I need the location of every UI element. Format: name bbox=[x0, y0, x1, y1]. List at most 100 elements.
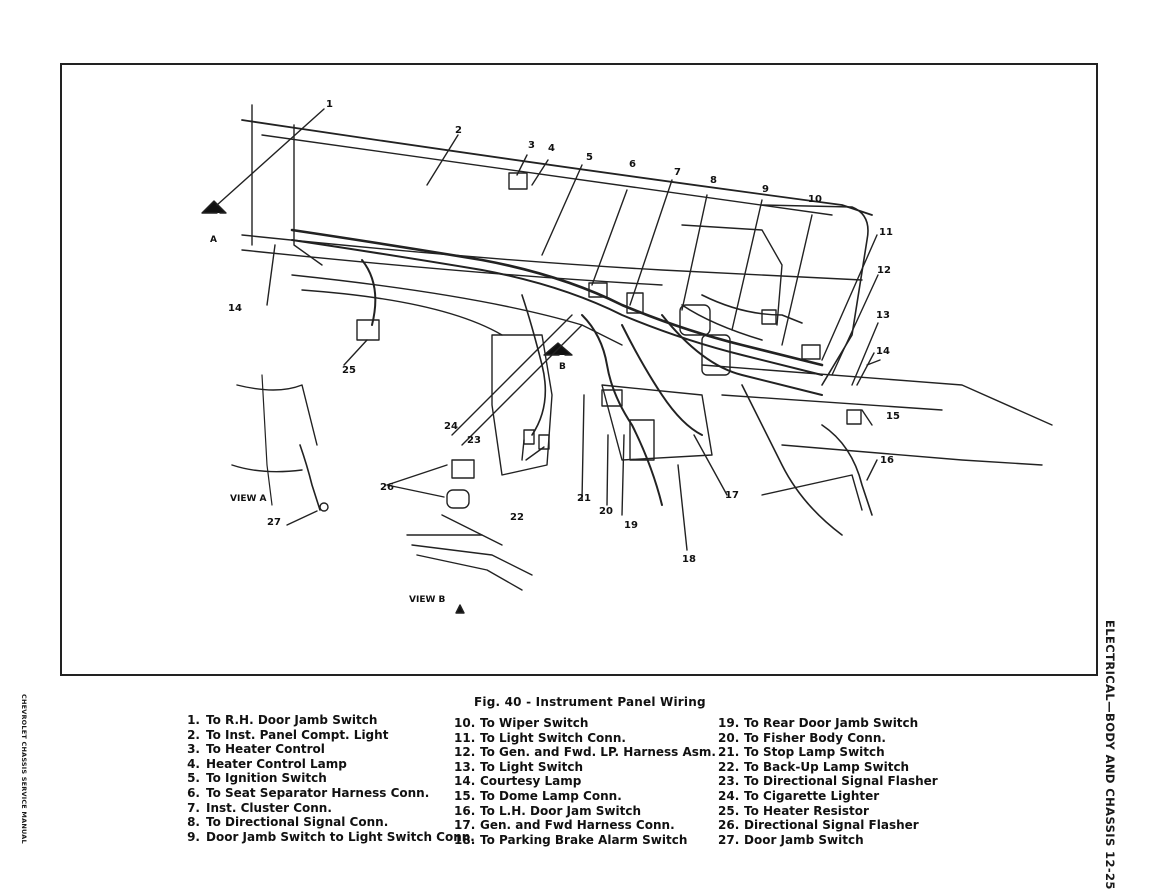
legend-item: 3. To Heater Control bbox=[180, 742, 475, 757]
running-header: ELECTRICAL—BODY AND CHASSIS 12-25 bbox=[1097, 620, 1117, 890]
running-header-text: ELECTRICAL—BODY AND CHASSIS 12-25 bbox=[1103, 620, 1117, 890]
legend-text: Inst. Cluster Conn. bbox=[206, 800, 332, 815]
legend-text: Gen. and Fwd Harness Conn. bbox=[480, 818, 675, 833]
legend-text: Directional Signal Flasher bbox=[744, 818, 919, 833]
legend-item: 10. To Wiper Switch bbox=[454, 716, 716, 731]
callout-14-left: 14 bbox=[228, 303, 242, 314]
legend-item: 11.To Light Switch Conn. bbox=[454, 731, 716, 746]
callout-8: 8 bbox=[710, 175, 717, 186]
legend-item: 1.To R.H. Door Jamb Switch bbox=[180, 713, 475, 728]
callout-18: 18 bbox=[682, 554, 696, 565]
callout-24: 24 bbox=[444, 421, 458, 432]
legend-column-3: 19. To Rear Door Jamb Switch 20.To Fisher… bbox=[718, 716, 938, 847]
legend-text: To Heater Resistor bbox=[744, 803, 869, 818]
legend-number: 11. bbox=[454, 730, 476, 745]
callout-10: 10 bbox=[808, 194, 822, 205]
callout-7: 7 bbox=[674, 167, 681, 178]
legend-item: 21. To Stop Lamp Switch bbox=[718, 745, 938, 760]
legend-text: To Directional Signal Flasher bbox=[744, 774, 938, 789]
legend-text: To Seat Separator Harness Conn. bbox=[206, 785, 430, 800]
legend-item: 12.To Gen. and Fwd. LP. Harness Asm. bbox=[454, 745, 716, 760]
callout-25: 25 bbox=[342, 365, 356, 376]
legend-item: 6. To Seat Separator Harness Conn. bbox=[180, 786, 475, 801]
legend-item: 7. Inst. Cluster Conn. bbox=[180, 801, 475, 816]
legend-item: 24.To Cigarette Lighter bbox=[718, 789, 938, 804]
legend-item: 17.Gen. and Fwd Harness Conn. bbox=[454, 818, 716, 833]
legend-number: 21. bbox=[718, 745, 740, 760]
legend-item: 13.To Light Switch bbox=[454, 760, 716, 775]
legend-number: 18. bbox=[454, 832, 476, 847]
callout-19: 19 bbox=[624, 520, 638, 531]
legend-text: Courtesy Lamp bbox=[480, 774, 582, 789]
legend-item: 18. To Parking Brake Alarm Switch bbox=[454, 833, 716, 848]
callout-2: 2 bbox=[455, 125, 462, 136]
callout-6: 6 bbox=[629, 159, 636, 170]
arrow-b-label: B bbox=[559, 362, 566, 372]
legend-item: 5.To Ignition Switch bbox=[180, 771, 475, 786]
legend-text: To Stop Lamp Switch bbox=[744, 745, 885, 760]
callout-9: 9 bbox=[762, 184, 769, 195]
legend-text: To Inst. Panel Compt. Light bbox=[206, 727, 389, 742]
legend-number: 8. bbox=[187, 815, 200, 830]
legend-item: 26.Directional Signal Flasher bbox=[718, 818, 938, 833]
legend-number: 10. bbox=[454, 716, 476, 730]
legend-item: 9. Door Jamb Switch to Light Switch Conn. bbox=[180, 830, 475, 845]
legend-text: Heater Control Lamp bbox=[206, 756, 347, 771]
callout-23: 23 bbox=[467, 435, 481, 446]
legend-number: 3. bbox=[187, 742, 200, 757]
callout-27: 27 bbox=[267, 517, 281, 528]
legend-number: 5. bbox=[187, 771, 200, 786]
figure-caption: Fig. 40 - Instrument Panel Wiring bbox=[474, 695, 706, 709]
legend-text: To Rear Door Jamb Switch bbox=[744, 716, 919, 730]
callout-26: 26 bbox=[380, 482, 394, 493]
legend-item: 23.To Directional Signal Flasher bbox=[718, 774, 938, 789]
legend-number: 2. bbox=[187, 727, 200, 742]
callout-11: 11 bbox=[879, 227, 893, 238]
legend-text: To Cigarette Lighter bbox=[744, 788, 880, 803]
callout-12: 12 bbox=[877, 265, 891, 276]
running-footer-text: CHEVROLET CHASSIS SERVICE MANUAL bbox=[20, 694, 28, 844]
legend-item: 27.Door Jamb Switch bbox=[718, 833, 938, 848]
legend-number: 25. bbox=[718, 803, 740, 818]
running-footer: CHEVROLET CHASSIS SERVICE MANUAL bbox=[16, 694, 30, 844]
legend-number: 7. bbox=[187, 800, 200, 815]
legend-item: 15. To Dome Lamp Conn. bbox=[454, 789, 716, 804]
legend-text: To Fisher Body Conn. bbox=[744, 730, 886, 745]
view-a-label: VIEW A bbox=[230, 494, 267, 504]
callout-5: 5 bbox=[586, 152, 593, 163]
arrow-a-label: A bbox=[210, 235, 217, 245]
legend-text: To Dome Lamp Conn. bbox=[480, 788, 622, 803]
legend-item: 16.To L.H. Door Jam Switch bbox=[454, 804, 716, 819]
callout-20: 20 bbox=[599, 506, 613, 517]
legend-number: 14. bbox=[454, 774, 476, 789]
legend-text: To R.H. Door Jamb Switch bbox=[206, 713, 378, 727]
legend-column-2: 10. To Wiper Switch 11.To Light Switch Co… bbox=[454, 716, 716, 847]
callout-13: 13 bbox=[876, 310, 890, 321]
legend-text: To Back-Up Lamp Switch bbox=[744, 759, 910, 774]
legend-text: To Heater Control bbox=[206, 742, 325, 757]
legend-item: 20.To Fisher Body Conn. bbox=[718, 731, 938, 746]
legend-number: 13. bbox=[454, 759, 476, 774]
legend-text: To Parking Brake Alarm Switch bbox=[480, 832, 688, 847]
legend-text: To Wiper Switch bbox=[480, 716, 589, 730]
legend-number: 6. bbox=[187, 785, 200, 800]
legend-item: 14. Courtesy Lamp bbox=[454, 774, 716, 789]
legend-column-1: 1.To R.H. Door Jamb Switch 2. To Inst. Pa… bbox=[180, 713, 475, 844]
legend-number: 19. bbox=[718, 716, 740, 730]
legend-item: 25. To Heater Resistor bbox=[718, 804, 938, 819]
legend-number: 27. bbox=[718, 832, 740, 847]
legend-text: To Directional Signal Conn. bbox=[206, 815, 389, 830]
callout-15: 15 bbox=[886, 411, 900, 422]
callout-3: 3 bbox=[528, 140, 535, 151]
legend-number: 15. bbox=[454, 788, 476, 803]
callout-17: 17 bbox=[725, 490, 739, 501]
callout-4: 4 bbox=[548, 143, 555, 154]
legend-number: 9. bbox=[187, 829, 200, 844]
legend-text: Door Jamb Switch to Light Switch Conn. bbox=[206, 829, 475, 844]
figure-frame: 1 2 3 4 5 6 7 8 9 10 11 12 13 14 14 15 1… bbox=[60, 63, 1098, 676]
legend-text: To Gen. and Fwd. LP. Harness Asm. bbox=[480, 745, 716, 760]
callout-14-right: 14 bbox=[876, 346, 890, 357]
legend-item: 19. To Rear Door Jamb Switch bbox=[718, 716, 938, 731]
legend-item: 8. To Directional Signal Conn. bbox=[180, 815, 475, 830]
legend-item: 2. To Inst. Panel Compt. Light bbox=[180, 728, 475, 743]
